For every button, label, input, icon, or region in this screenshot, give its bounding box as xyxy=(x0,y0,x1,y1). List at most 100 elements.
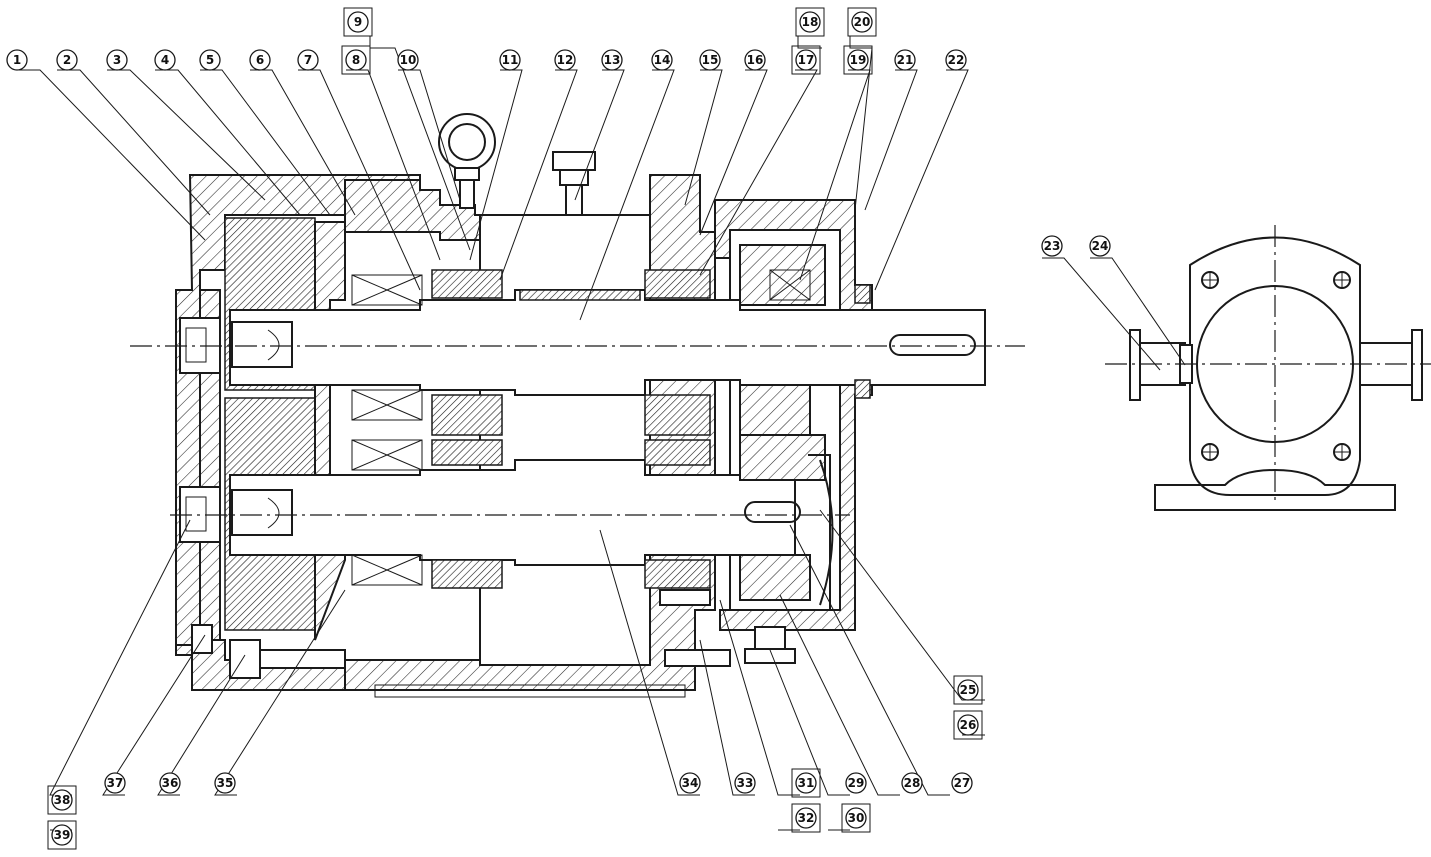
callout-circle xyxy=(894,49,916,71)
taper-bearing-3 xyxy=(431,439,503,466)
side-view xyxy=(1105,225,1431,511)
callout-label: 11 xyxy=(502,53,519,67)
callout-label: 13 xyxy=(604,53,621,67)
callout-box xyxy=(841,803,871,833)
callout-label: 36 xyxy=(162,776,179,790)
callout-4: 4 xyxy=(154,49,176,71)
callout-label: 18 xyxy=(802,15,819,29)
callout-box xyxy=(795,7,825,37)
callout-circle xyxy=(799,11,821,33)
taper-bearing-7 xyxy=(644,439,711,466)
callout-label: 4 xyxy=(161,53,169,67)
callout-label: 8 xyxy=(352,53,360,67)
callout-19: 19 xyxy=(843,45,873,75)
callout-label: 19 xyxy=(850,53,867,67)
callout-39: 39 xyxy=(47,820,77,850)
callout-circle xyxy=(845,807,867,829)
side-base xyxy=(1154,468,1396,511)
callout-circle xyxy=(106,49,128,71)
callout-circle xyxy=(159,772,181,794)
side-housing xyxy=(1189,236,1361,496)
lifting-eye-bolt xyxy=(438,113,496,209)
side-bolts xyxy=(1201,271,1351,461)
seal-plate xyxy=(314,221,346,641)
taper-bearing-1 xyxy=(431,269,503,299)
rotor-nut-upper xyxy=(179,317,293,374)
taper-bearing-6 xyxy=(644,394,711,436)
callout-label: 1 xyxy=(13,53,21,67)
callout-circle xyxy=(1089,235,1111,257)
callout-circle xyxy=(56,49,78,71)
callout-label: 28 xyxy=(904,776,921,790)
callout-label: 38 xyxy=(54,793,71,807)
callout-13: 13 xyxy=(601,49,623,71)
callout-circle xyxy=(679,772,701,794)
callout-label: 20 xyxy=(854,15,871,29)
gear-lower xyxy=(739,434,826,481)
callout-label: 35 xyxy=(217,776,234,790)
callout-circle xyxy=(945,49,967,71)
callout-circle xyxy=(214,772,236,794)
callout-circle xyxy=(744,49,766,71)
callout-circle xyxy=(847,49,869,71)
callout-label: 29 xyxy=(848,776,865,790)
callout-box xyxy=(847,7,877,37)
callout-12: 12 xyxy=(554,49,576,71)
callout-circle xyxy=(795,49,817,71)
callout-14: 14 xyxy=(651,49,673,71)
gearbox-chamber xyxy=(479,214,651,666)
callout-circle xyxy=(249,49,271,71)
callout-circle xyxy=(845,772,867,794)
callout-34: 34 xyxy=(679,772,701,794)
callout-circle xyxy=(795,807,817,829)
side-outlet-port xyxy=(1359,329,1423,401)
callout-box xyxy=(791,45,821,75)
callout-circle xyxy=(347,11,369,33)
callout-circle xyxy=(554,49,576,71)
callout-circle xyxy=(851,11,873,33)
callout-label: 12 xyxy=(557,53,574,67)
bottom-screw-left xyxy=(191,624,346,679)
callout-circle xyxy=(297,49,319,71)
callout-label: 2 xyxy=(63,53,71,67)
callout-38: 38 xyxy=(47,785,77,815)
callout-circle xyxy=(601,49,623,71)
callout-label: 27 xyxy=(954,776,971,790)
callout-label: 7 xyxy=(304,53,312,67)
callout-26: 26 xyxy=(953,710,983,740)
callout-box xyxy=(953,710,983,740)
bearing-upper-left xyxy=(351,274,423,306)
keyway-upper xyxy=(889,334,976,356)
gear-upper xyxy=(739,244,826,306)
callout-3: 3 xyxy=(106,49,128,71)
taper-bearing-4 xyxy=(431,559,503,589)
drive-gear xyxy=(519,289,641,301)
callout-circle xyxy=(499,49,521,71)
callout-8: 8 xyxy=(341,45,371,75)
callout-circle xyxy=(6,49,28,71)
callout-label: 6 xyxy=(256,53,264,67)
callout-circle xyxy=(901,772,923,794)
callout-30: 30 xyxy=(841,803,871,833)
callout-7: 7 xyxy=(297,49,319,71)
timing-disc xyxy=(808,454,834,611)
callout-18: 18 xyxy=(795,7,825,37)
side-inlet-port xyxy=(1129,329,1193,401)
callout-circle xyxy=(957,679,979,701)
section-view xyxy=(130,113,1025,698)
driven-shaft xyxy=(229,459,796,566)
gear-bottom xyxy=(739,554,811,601)
callout-28: 28 xyxy=(901,772,923,794)
callout-label: 31 xyxy=(798,776,815,790)
callout-label: 34 xyxy=(682,776,699,790)
callout-circle xyxy=(51,789,73,811)
callout-21: 21 xyxy=(894,49,916,71)
callout-label: 15 xyxy=(702,53,719,67)
callout-label: 16 xyxy=(747,53,764,67)
callout-label: 21 xyxy=(897,53,914,67)
keyway-lower xyxy=(744,501,801,523)
taper-bearing-5 xyxy=(644,269,711,299)
bottom-screw-right xyxy=(659,589,796,667)
callout-circle xyxy=(199,49,221,71)
